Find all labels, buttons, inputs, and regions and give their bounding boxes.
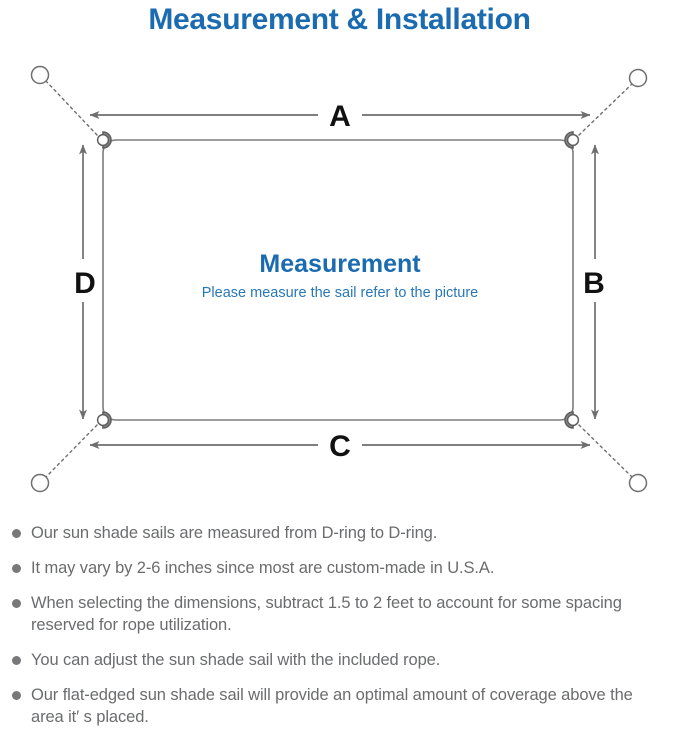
rope-lines	[44, 79, 634, 479]
note-text: It may vary by 2-6 inches since most are…	[31, 559, 495, 577]
dimension-label-c: C	[329, 430, 351, 463]
note-text: You can adjust the sun shade sail with t…	[31, 651, 441, 669]
sail-center-caption: Measurement Please measure the sail refe…	[202, 250, 478, 301]
rope-bottom-left	[44, 424, 98, 479]
list-item: It may vary by 2-6 inches since most are…	[0, 557, 679, 579]
note-text: Our sun shade sails are measured from D-…	[31, 524, 438, 542]
dimension-labels: A B C D	[74, 100, 605, 463]
d-ring-bottom-left-hole	[96, 413, 110, 427]
d-rings	[96, 131, 580, 429]
rope-top-right	[578, 82, 634, 136]
rope-top-left	[44, 79, 98, 136]
anchor-bottom-right-icon	[628, 473, 648, 493]
d-ring-top-left-hole	[96, 133, 110, 147]
dimension-arrows	[79, 111, 599, 449]
sail-measurement-diagram: A B C D Measurement Please measure the s…	[30, 65, 648, 493]
sail-shape	[102, 139, 574, 421]
center-subheading: Please measure the sail refer to the pic…	[202, 285, 478, 301]
dimension-label-b: B	[583, 267, 605, 300]
d-ring-bottom-right-hole	[566, 413, 580, 427]
dimension-label-d: D	[74, 267, 96, 300]
bullet-icon	[12, 599, 21, 608]
page-title: Measurement & Installation	[148, 3, 531, 36]
anchor-points	[30, 65, 648, 493]
dimension-label-a: A	[329, 100, 351, 133]
bullet-icon	[12, 564, 21, 573]
bullet-icon	[12, 691, 21, 700]
sail-rectangle	[102, 139, 574, 421]
anchor-top-right-icon	[628, 68, 648, 88]
list-item: Our sun shade sails are measured from D-…	[0, 522, 679, 544]
note-text: When selecting the dimensions, subtract …	[31, 594, 622, 634]
list-item: You can adjust the sun shade sail with t…	[0, 649, 679, 671]
list-item: Our flat-edged sun shade sail will provi…	[0, 684, 679, 728]
rope-bottom-right	[578, 424, 634, 479]
d-ring-top-right-hole	[566, 133, 580, 147]
center-heading: Measurement	[259, 250, 421, 278]
list-item: When selecting the dimensions, subtract …	[0, 592, 679, 636]
notes-list: Our sun shade sails are measured from D-…	[0, 522, 679, 741]
bullet-icon	[12, 656, 21, 665]
note-text: Our flat-edged sun shade sail will provi…	[31, 686, 633, 726]
bullet-icon	[12, 529, 21, 538]
anchor-top-left-icon	[30, 65, 50, 85]
anchor-bottom-left-icon	[30, 473, 50, 493]
